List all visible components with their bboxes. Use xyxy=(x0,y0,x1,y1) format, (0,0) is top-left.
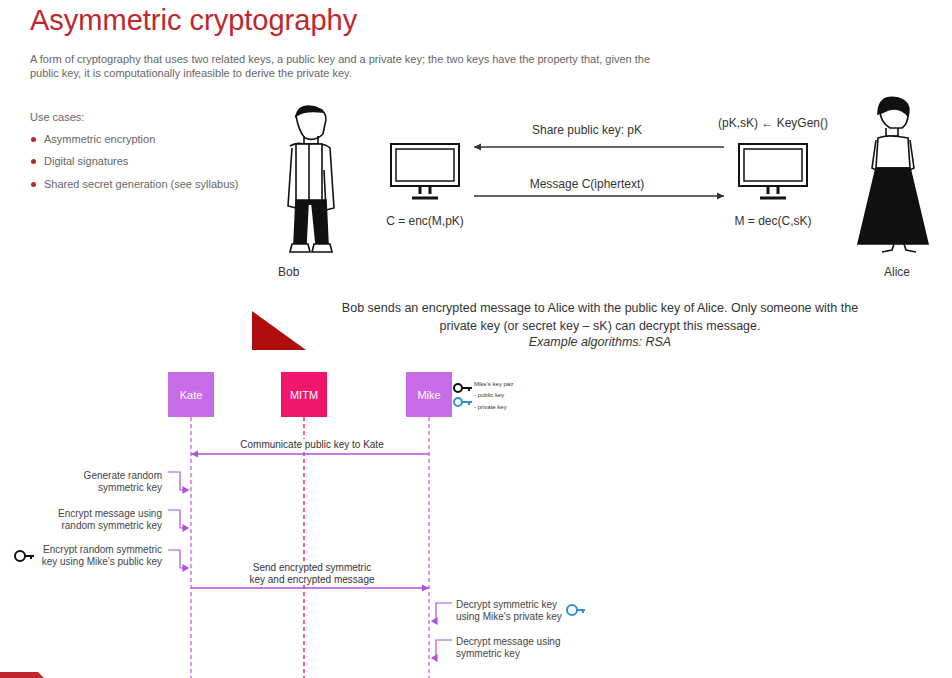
arrow-line xyxy=(474,146,724,147)
step-note: Encrypt random symmetric key using Mike'… xyxy=(34,544,162,568)
monitor-frame xyxy=(739,144,807,186)
step-note: Decrypt message using symmetric key xyxy=(456,636,574,660)
key-icon xyxy=(454,384,472,392)
computer-monitor: (pK,sK) ← KeyGen()M = dec(C,sK) xyxy=(738,143,808,201)
bullet-dot xyxy=(31,182,36,187)
person-name: Alice xyxy=(884,265,910,279)
alice-figure xyxy=(858,97,928,252)
bullet-dot xyxy=(31,137,36,142)
arrow-head xyxy=(717,193,724,200)
arrow-line xyxy=(191,587,429,588)
monitor-shape xyxy=(390,143,460,201)
monitor-stand xyxy=(760,186,786,198)
monitor-screen xyxy=(396,149,454,181)
node-text: C = enc(M,pK) xyxy=(386,214,464,228)
key-icon xyxy=(15,551,34,561)
node-text: M = dec(C,sK) xyxy=(735,214,812,228)
arrow-line xyxy=(474,195,724,196)
legend-text: Mike's key pair xyxy=(474,381,514,387)
node-text: MITM xyxy=(290,389,318,401)
participant-box: Kate xyxy=(168,372,214,417)
lifeline xyxy=(190,417,191,678)
node-text: Kate xyxy=(180,389,203,401)
red-corner xyxy=(0,672,44,678)
arrow-head xyxy=(191,451,198,458)
message-arrow xyxy=(474,144,724,151)
participant-box: MITM xyxy=(281,372,327,417)
edge-label: Share public key: pK xyxy=(515,124,659,138)
message-arrow xyxy=(474,193,724,200)
participant-box: Mike xyxy=(406,372,452,417)
message-arrow xyxy=(191,451,429,458)
legend-text: - public key xyxy=(474,392,504,398)
self-arrow xyxy=(168,472,452,661)
lifeline xyxy=(428,417,429,678)
arrow-head xyxy=(422,585,429,592)
text-label: Bob sends an encrypted message to Alice … xyxy=(322,299,878,335)
arrow-line xyxy=(191,453,429,454)
legend-text: - private key xyxy=(474,404,507,410)
edge-label: Send encrypted symmetric key and encrypt… xyxy=(245,562,379,585)
lifeline xyxy=(303,417,304,678)
monitor-shape xyxy=(738,143,808,201)
edge-label: Message C(iphertext) xyxy=(510,178,664,192)
monitor-stand xyxy=(412,186,438,198)
text-label: Shared secret generation (see syllabus) xyxy=(44,178,238,190)
bob-figure xyxy=(288,106,334,252)
monitor-frame xyxy=(391,144,459,186)
node-text: (pK,sK) ← KeyGen() xyxy=(718,116,828,130)
red-triangle xyxy=(252,311,306,350)
node-text: Mike xyxy=(417,389,440,401)
title: Asymmetric cryptography xyxy=(30,4,357,37)
computer-monitor: C = enc(M,pK) xyxy=(390,143,460,201)
monitor-screen xyxy=(744,149,802,181)
edge-label: Communicate public key to Kate xyxy=(225,439,399,451)
bullet-dot xyxy=(31,159,36,164)
step-note: Generate random symmetric key xyxy=(57,470,162,494)
person-name: Bob xyxy=(278,265,299,279)
step-note: Decrypt symmetric key using Mike's priva… xyxy=(456,599,566,623)
text-label: A form of cryptography that uses two rel… xyxy=(30,52,670,81)
key-icon xyxy=(454,398,472,406)
key-icon xyxy=(567,605,585,615)
message-arrow xyxy=(191,585,429,592)
step-note: Encrypt message using random symmetric k… xyxy=(42,508,162,532)
arrow-head xyxy=(474,144,481,151)
text-label: Digital signatures xyxy=(44,155,128,167)
text-label: Example algorithms: RSA xyxy=(322,335,878,349)
section-heading: Use cases: xyxy=(30,111,84,123)
text-label: Asymmetric encryption xyxy=(44,133,155,145)
